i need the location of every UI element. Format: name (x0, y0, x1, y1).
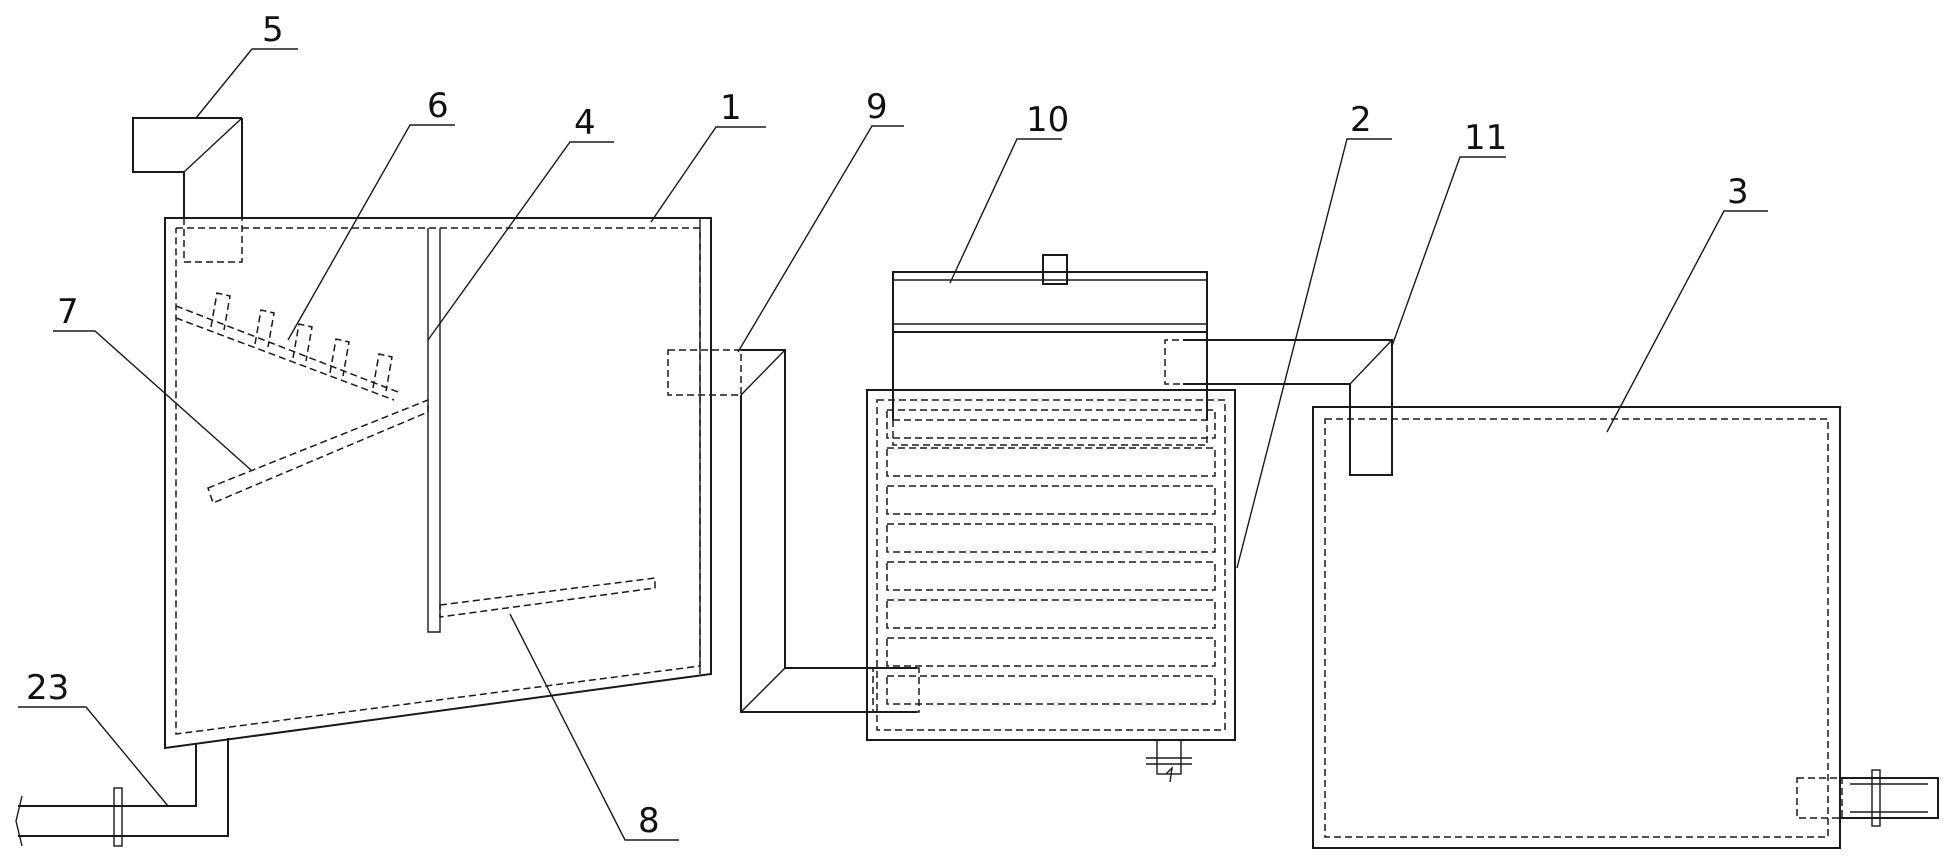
label-2: 2 (1350, 100, 1372, 140)
bottom-baffle-8 (439, 577, 656, 618)
label-4: 4 (574, 103, 596, 143)
callout-labels: 5 6 4 1 9 10 2 11 3 7 8 23 (26, 10, 1749, 841)
inclined-baffle-7 (207, 398, 429, 505)
connecting-pipe-9 (667, 349, 920, 713)
tank-2 (866, 389, 1236, 783)
partition-wall-4 (427, 228, 441, 633)
tank-1 (164, 217, 712, 750)
leader-lines (18, 48, 1768, 841)
label-1: 1 (720, 88, 742, 128)
tank-3 (1312, 406, 1939, 849)
label-9: 9 (866, 87, 888, 127)
label-8: 8 (638, 801, 660, 841)
connecting-pipe-11 (1164, 339, 1393, 476)
label-5: 5 (262, 10, 284, 50)
label-3: 3 (1727, 172, 1749, 212)
label-6: 6 (427, 86, 449, 126)
label-23: 23 (26, 668, 69, 708)
label-7: 7 (57, 292, 79, 332)
inlet-hopper-5 (132, 117, 243, 263)
outlet-pipe-23 (15, 738, 229, 847)
unit-10 (892, 254, 1208, 446)
label-10: 10 (1026, 100, 1069, 140)
label-11: 11 (1464, 118, 1507, 158)
sparger-pipe-6 (175, 292, 399, 401)
